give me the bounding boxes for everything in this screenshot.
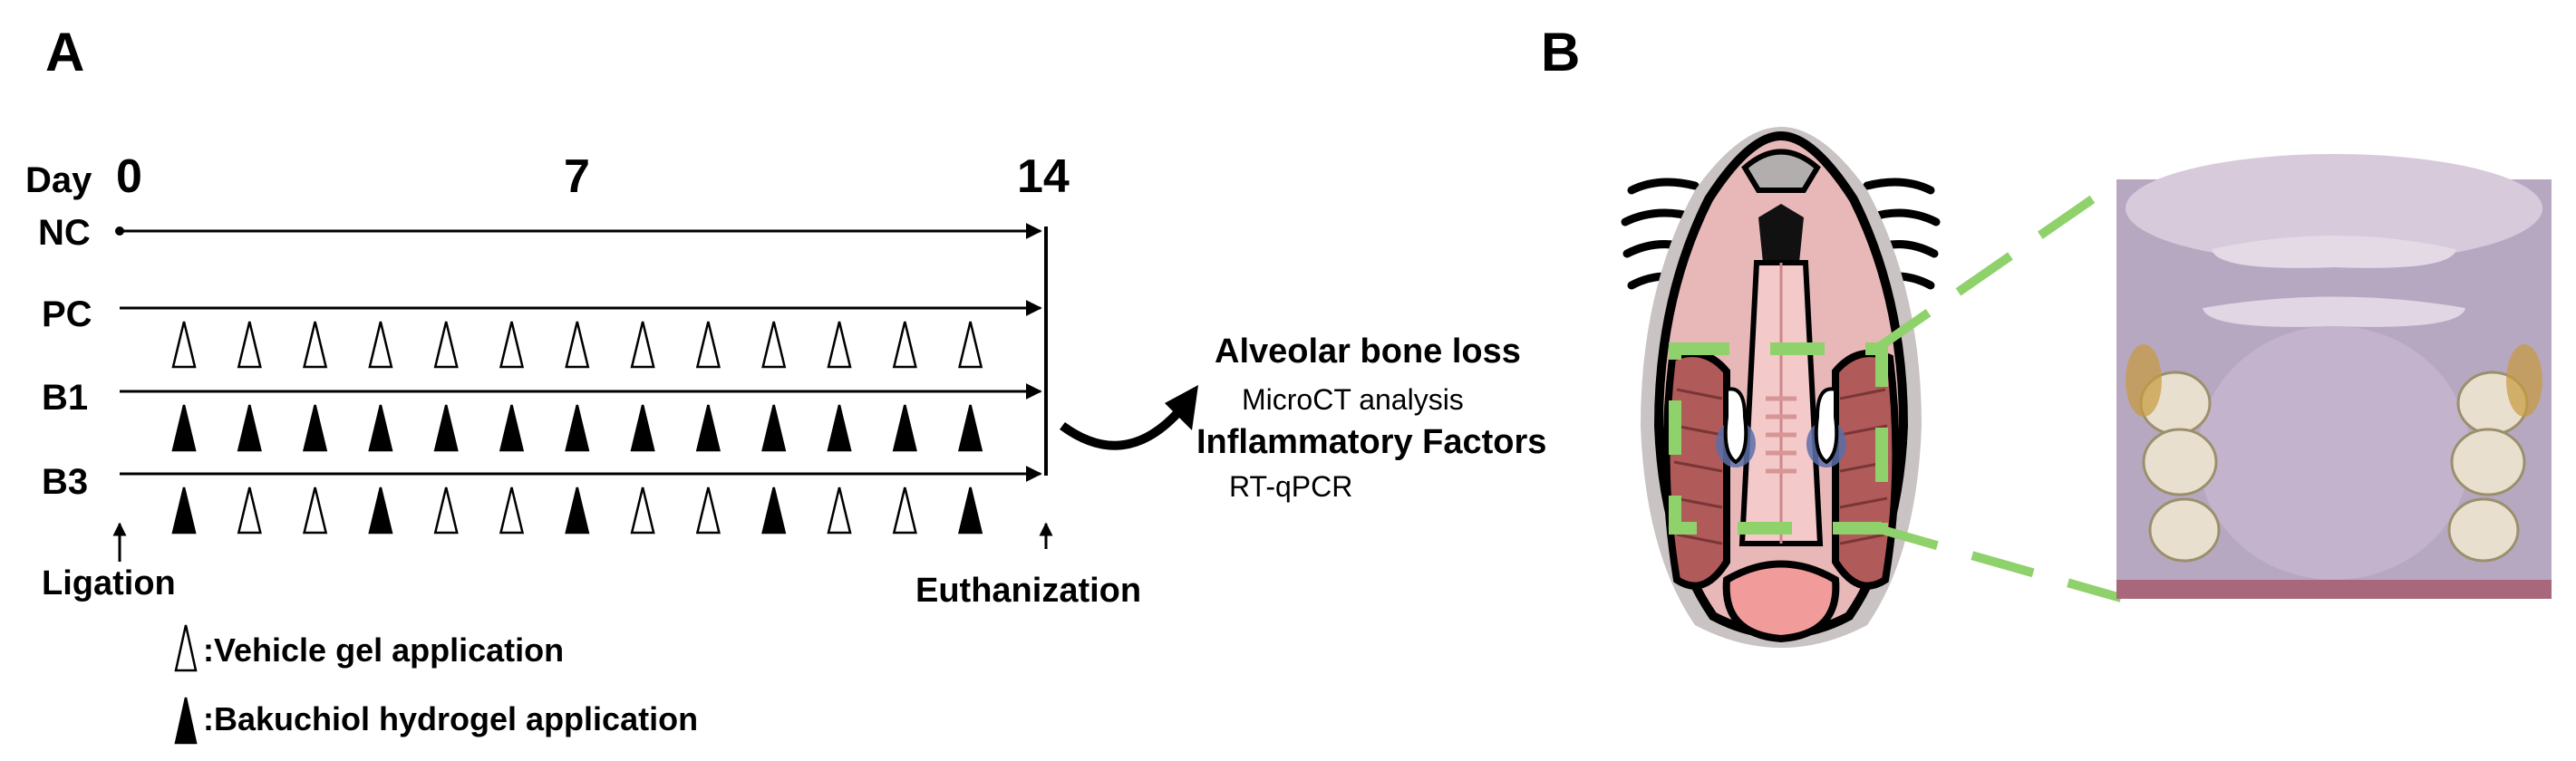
pc-open-triangle-icon [827,321,852,369]
day-mark-14: 14 [1017,150,1070,203]
b3-open-triangle-icon [303,486,328,535]
b1-filled-triangle-icon [958,404,983,452]
group-label-nc: NC [38,213,91,253]
pc-open-triangle-icon [303,321,328,369]
pc-open-triangle-icon [892,321,917,369]
outcome-heading-bone-loss: Alveolar bone loss [1215,332,1521,371]
b3-filled-triangle-icon [958,486,983,535]
outcome-arrowhead-icon [1165,385,1198,430]
b3-open-triangle-icon [433,486,459,535]
pc-open-triangle-icon [695,321,721,369]
b3-filled-triangle-icon [565,486,590,535]
b1-filled-triangle-icon [433,404,459,452]
b3-filled-triangle-icon [368,486,393,535]
zoom-connector-bottom [1874,524,2123,602]
application-markers [171,321,983,535]
b1-filled-triangle-icon [892,404,917,452]
b1-filled-triangle-icon [237,404,262,452]
pc-open-triangle-icon [368,321,393,369]
b3-open-triangle-icon [630,486,655,535]
palate-photo [2116,154,2552,599]
day-mark-7: 7 [564,150,590,203]
zoom-connector-top [1874,175,2124,353]
outcome-method-rtqpcr: RT-qPCR [1229,470,1352,503]
pc-open-triangle-icon [171,321,197,369]
outcome-method-microct: MicroCT analysis [1242,383,1464,416]
legend-vehicle-label: :Vehicle gel application [203,631,564,669]
pc-open-triangle-icon [433,321,459,369]
group-label-b1: B1 [42,378,88,418]
legend-filled-triangle-icon [174,697,198,745]
b3-open-triangle-icon [237,486,262,535]
pc-open-triangle-icon [958,321,983,369]
outcome-heading-inflammatory: Inflammatory Factors [1196,423,1546,461]
ligation-label: Ligation [42,564,176,602]
b1-filled-triangle-icon [695,404,721,452]
b1-filled-triangle-icon [171,404,197,452]
timeline-start-dot [115,226,124,236]
b1-filled-triangle-icon [630,404,655,452]
b1-filled-triangle-icon [303,404,328,452]
outcome-curved-arrow [1060,409,1182,450]
legend-open-triangle-icon [174,624,198,672]
b1-filled-triangle-icon [368,404,393,452]
b3-open-triangle-icon [827,486,852,535]
pc-open-triangle-icon [565,321,590,369]
panel-a-label: A [45,22,84,82]
b3-open-triangle-icon [892,486,917,535]
group-label-pc: PC [42,294,92,334]
day-label: Day [25,160,92,200]
pc-open-triangle-icon [761,321,787,369]
b1-filled-triangle-icon [761,404,787,452]
legend-bakuchiol-label: :Bakuchiol hydrogel application [203,700,698,737]
b1-filled-triangle-icon [827,404,852,452]
pc-open-triangle-icon [499,321,525,369]
panel-b-label: B [1541,22,1580,82]
b3-open-triangle-icon [499,486,525,535]
rat-palate-illustration [1621,127,1941,648]
group-label-b3: B3 [42,462,88,502]
b3-filled-triangle-icon [761,486,787,535]
b3-open-triangle-icon [695,486,721,535]
day-mark-0: 0 [116,150,142,203]
pc-open-triangle-icon [237,321,262,369]
b3-filled-triangle-icon [171,486,197,535]
euthanization-label: Euthanization [915,572,1141,610]
pc-open-triangle-icon [630,321,655,369]
b1-filled-triangle-icon [499,404,525,452]
b1-filled-triangle-icon [565,404,590,452]
highlight-region-box [1669,342,1888,535]
